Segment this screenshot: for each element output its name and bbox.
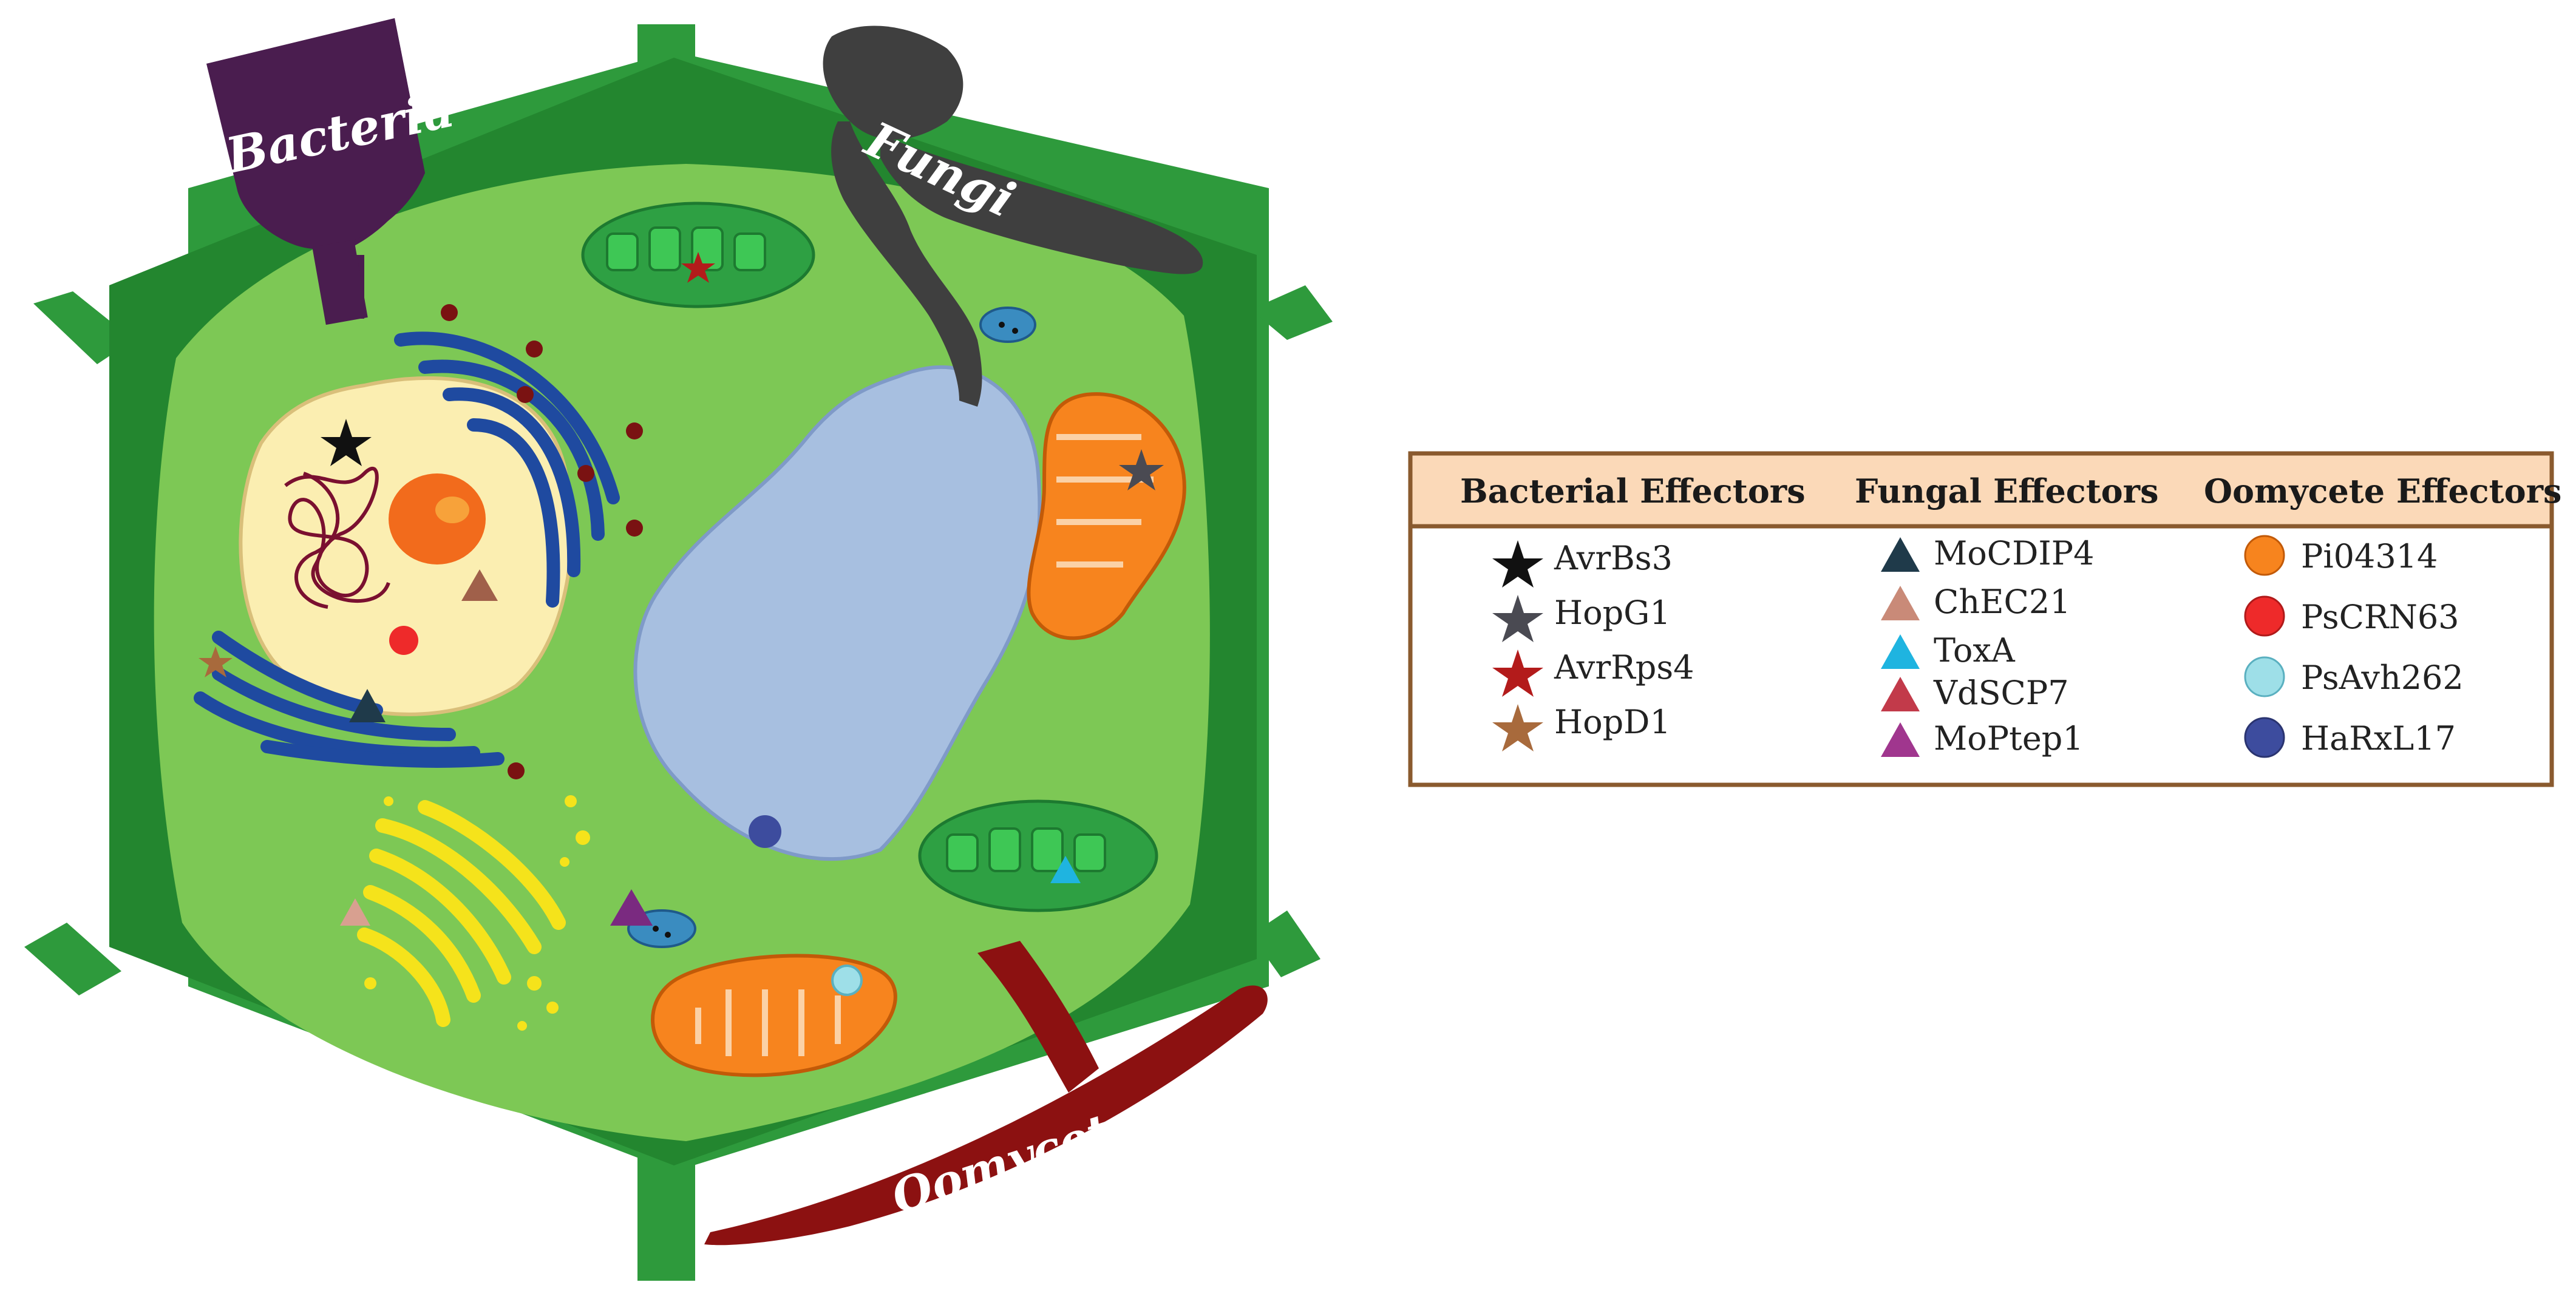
legend-header-fungal: Fungal Effectors	[1855, 472, 2159, 510]
legend-psavh262-circle-icon	[2244, 656, 2285, 697]
legend-vdscp7-triangle-icon	[1881, 677, 1920, 711]
effector-markers	[199, 252, 1164, 996]
mitochondrion-right	[1027, 392, 1186, 640]
hopd1-star-icon	[199, 646, 233, 677]
legend-avrrps4-star-icon	[1492, 649, 1543, 697]
legend-label-avrbs3: AvrBs3	[1554, 539, 1673, 577]
legend-harxl17-circle-icon	[2244, 717, 2285, 758]
legend-label-moptep1: MoPtep1	[1934, 719, 2084, 758]
legend-pscrn63-circle-icon	[2244, 595, 2285, 637]
legend-moptep1-triangle-icon	[1881, 722, 1920, 757]
avrbs3-star-icon	[321, 419, 372, 466]
legend-header-bacterial: Bacterial Effectors	[1460, 472, 1806, 510]
legend-label-mocdip4: MoCDIP4	[1934, 534, 2094, 572]
legend-fungal-items: MoCDIP4 ChEC21 ToxA VdSCP7 MoPtep1	[1881, 534, 2094, 758]
legend-hopg1-star-icon	[1492, 595, 1543, 642]
legend-chec21-triangle-icon	[1881, 586, 1920, 620]
golgi-vesicles	[364, 795, 590, 1031]
legend-toxa-triangle-icon	[1881, 634, 1920, 669]
toxa-triangle-icon	[1050, 856, 1081, 883]
harxl17-circle-icon	[749, 815, 781, 848]
legend-label-hopd1: HopD1	[1554, 703, 1671, 741]
legend-label-chec21: ChEC21	[1934, 583, 2071, 621]
chloroplast-bottom	[918, 799, 1158, 912]
legend-oomycete-items: Pi04314 PsCRN63 PsAvh262 HaRxL17	[2244, 535, 2464, 758]
endoplasmic-reticulum	[194, 331, 620, 768]
oomycetes-label: Oomycetes	[885, 1087, 1169, 1225]
legend-label-pscrn63: PsCRN63	[2301, 598, 2459, 636]
ribosomes	[441, 304, 643, 779]
legend-label-vdscp7: VdSCP7	[1933, 674, 2069, 712]
nucleus	[239, 376, 574, 716]
legend-label-psavh262: PsAvh262	[2301, 659, 2464, 697]
legend-header-oomycete: Oomycete Effectors	[2204, 472, 2561, 510]
legend-label-toxa: ToxA	[1934, 631, 2016, 670]
legend-label-pi04314: Pi04314	[2301, 537, 2438, 575]
legend-label-hopg1: HopG1	[1554, 594, 1671, 632]
legend-header-bg	[1410, 453, 2552, 526]
mocdip4-triangle-icon	[349, 689, 386, 722]
avrrps4-star-icon	[681, 252, 715, 283]
legend: Bacterial Effectors Fungal Effectors Oom…	[1408, 451, 2561, 787]
legend-mocdip4-triangle-icon	[1881, 537, 1920, 572]
legend-label-avrrps4: AvrRps4	[1554, 648, 1694, 687]
bacteria-pathogen: Bacteria	[206, 18, 459, 325]
chec21-triangle-icon	[461, 569, 498, 601]
legend-hopd1-star-icon	[1492, 704, 1543, 751]
psavh262-circle-icon	[831, 965, 863, 996]
pscrn63-circle-icon	[389, 626, 418, 655]
legend-border	[1408, 451, 2554, 787]
legend-label-harxl17: HaRxL17	[2301, 719, 2456, 758]
hopg1-star-icon	[1119, 449, 1164, 490]
legend-bacterial-items: AvrBs3 HopG1 AvrRps4 HopD1	[1492, 539, 1694, 751]
legend-avrbs3-star-icon	[1492, 540, 1543, 588]
golgi-apparatus	[357, 800, 566, 1027]
legend-pi04314-circle-icon	[2244, 535, 2285, 576]
chec21-golgi-triangle-icon	[340, 898, 370, 926]
vacuole	[633, 365, 1042, 861]
moptep1-triangle-icon	[610, 889, 653, 926]
